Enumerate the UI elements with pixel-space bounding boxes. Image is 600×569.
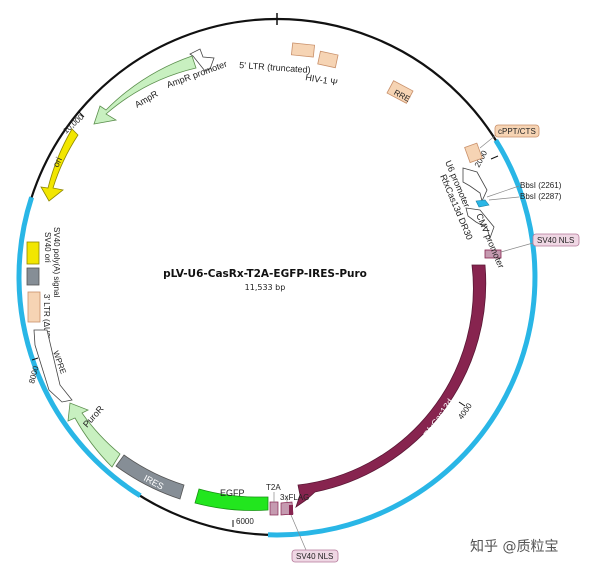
cmv-promoter-label: CMV promoter: [474, 212, 506, 270]
bbsi-2287-label: BbsI (2287): [520, 192, 562, 201]
egfp-feature[interactable]: [194, 488, 269, 511]
ampr-promoter-feature[interactable]: [189, 48, 215, 72]
t2a-feature[interactable]: [269, 501, 279, 516]
ori-feature[interactable]: [40, 128, 79, 202]
cppt-label: cPPT/CTS: [498, 127, 536, 136]
hiv-psi-label: HIV-1 Ψ: [305, 72, 339, 87]
polya-feature[interactable]: [26, 267, 40, 286]
sv40-nls-top-badge: [532, 233, 580, 247]
ltr3-label: 3' LTR (ΔU3): [42, 294, 51, 340]
sv40-nls-top-label: SV40 NLS: [537, 236, 574, 245]
puror-feature[interactable]: [67, 402, 121, 468]
cmv-promoter-feature[interactable]: [465, 207, 495, 240]
sv40-nls-bottom-badge: [291, 549, 339, 563]
u6-promoter-feature[interactable]: [462, 167, 488, 203]
cppt-leader: [479, 134, 497, 149]
bbsi-2261-leader: [486, 185, 520, 198]
bbsi-2287-leader: [488, 196, 520, 201]
tick-6000-label: 6000: [236, 517, 254, 526]
tick-4000-label: 4000: [456, 401, 474, 421]
cppt-badge: [494, 124, 540, 138]
sv40-nls-bottom-feature[interactable]: [289, 505, 293, 515]
ltr5-feature[interactable]: [290, 42, 316, 58]
polya-label: SV40 poly(A) signal: [52, 227, 61, 297]
sv40-ori-feature[interactable]: [26, 241, 40, 265]
sv40-nls-top-leader: [500, 242, 534, 253]
lentiviral-region-arc: [16, 196, 142, 498]
flag-label: 3xFLAG: [280, 493, 309, 502]
watermark: 知乎 @质粒宝: [470, 538, 558, 555]
sv40-nls-bottom-leader: [290, 514, 307, 551]
rre-feature[interactable]: [386, 80, 414, 104]
plasmid-size: 11,533 bp: [245, 283, 286, 292]
sv40-ori-label: SV40 ori: [43, 232, 52, 263]
tick-4000: [458, 401, 466, 407]
bbsi-2261-label: BbsI (2261): [520, 181, 562, 190]
tick-2000: [490, 155, 499, 160]
ires-feature[interactable]: [115, 454, 185, 500]
egfp-label: EGFP: [220, 488, 245, 498]
ltr3-feature[interactable]: [27, 291, 41, 323]
rfxcas13d-feature[interactable]: [295, 264, 487, 509]
tick-10000: [78, 111, 85, 118]
sv40-nls-top-feature[interactable]: [484, 249, 502, 259]
cppt-feature[interactable]: [464, 142, 483, 164]
dr30-feature[interactable]: [475, 199, 490, 208]
t2a-label: T2A: [266, 483, 281, 492]
wpre-feature[interactable]: [33, 329, 73, 403]
insert-region-arc: [267, 138, 538, 538]
ampr-feature[interactable]: [93, 55, 197, 125]
tick-8000: [31, 357, 39, 361]
plasmid-name: pLV-U6-CasRx-T2A-EGFP-IRES-Puro: [163, 268, 367, 280]
sv40-nls-bottom-label: SV40 NLS: [296, 552, 333, 561]
ori-label: ori: [51, 156, 64, 169]
ltr5-label: 5' LTR (truncated): [239, 60, 311, 75]
hiv-psi-feature[interactable]: [317, 50, 339, 69]
